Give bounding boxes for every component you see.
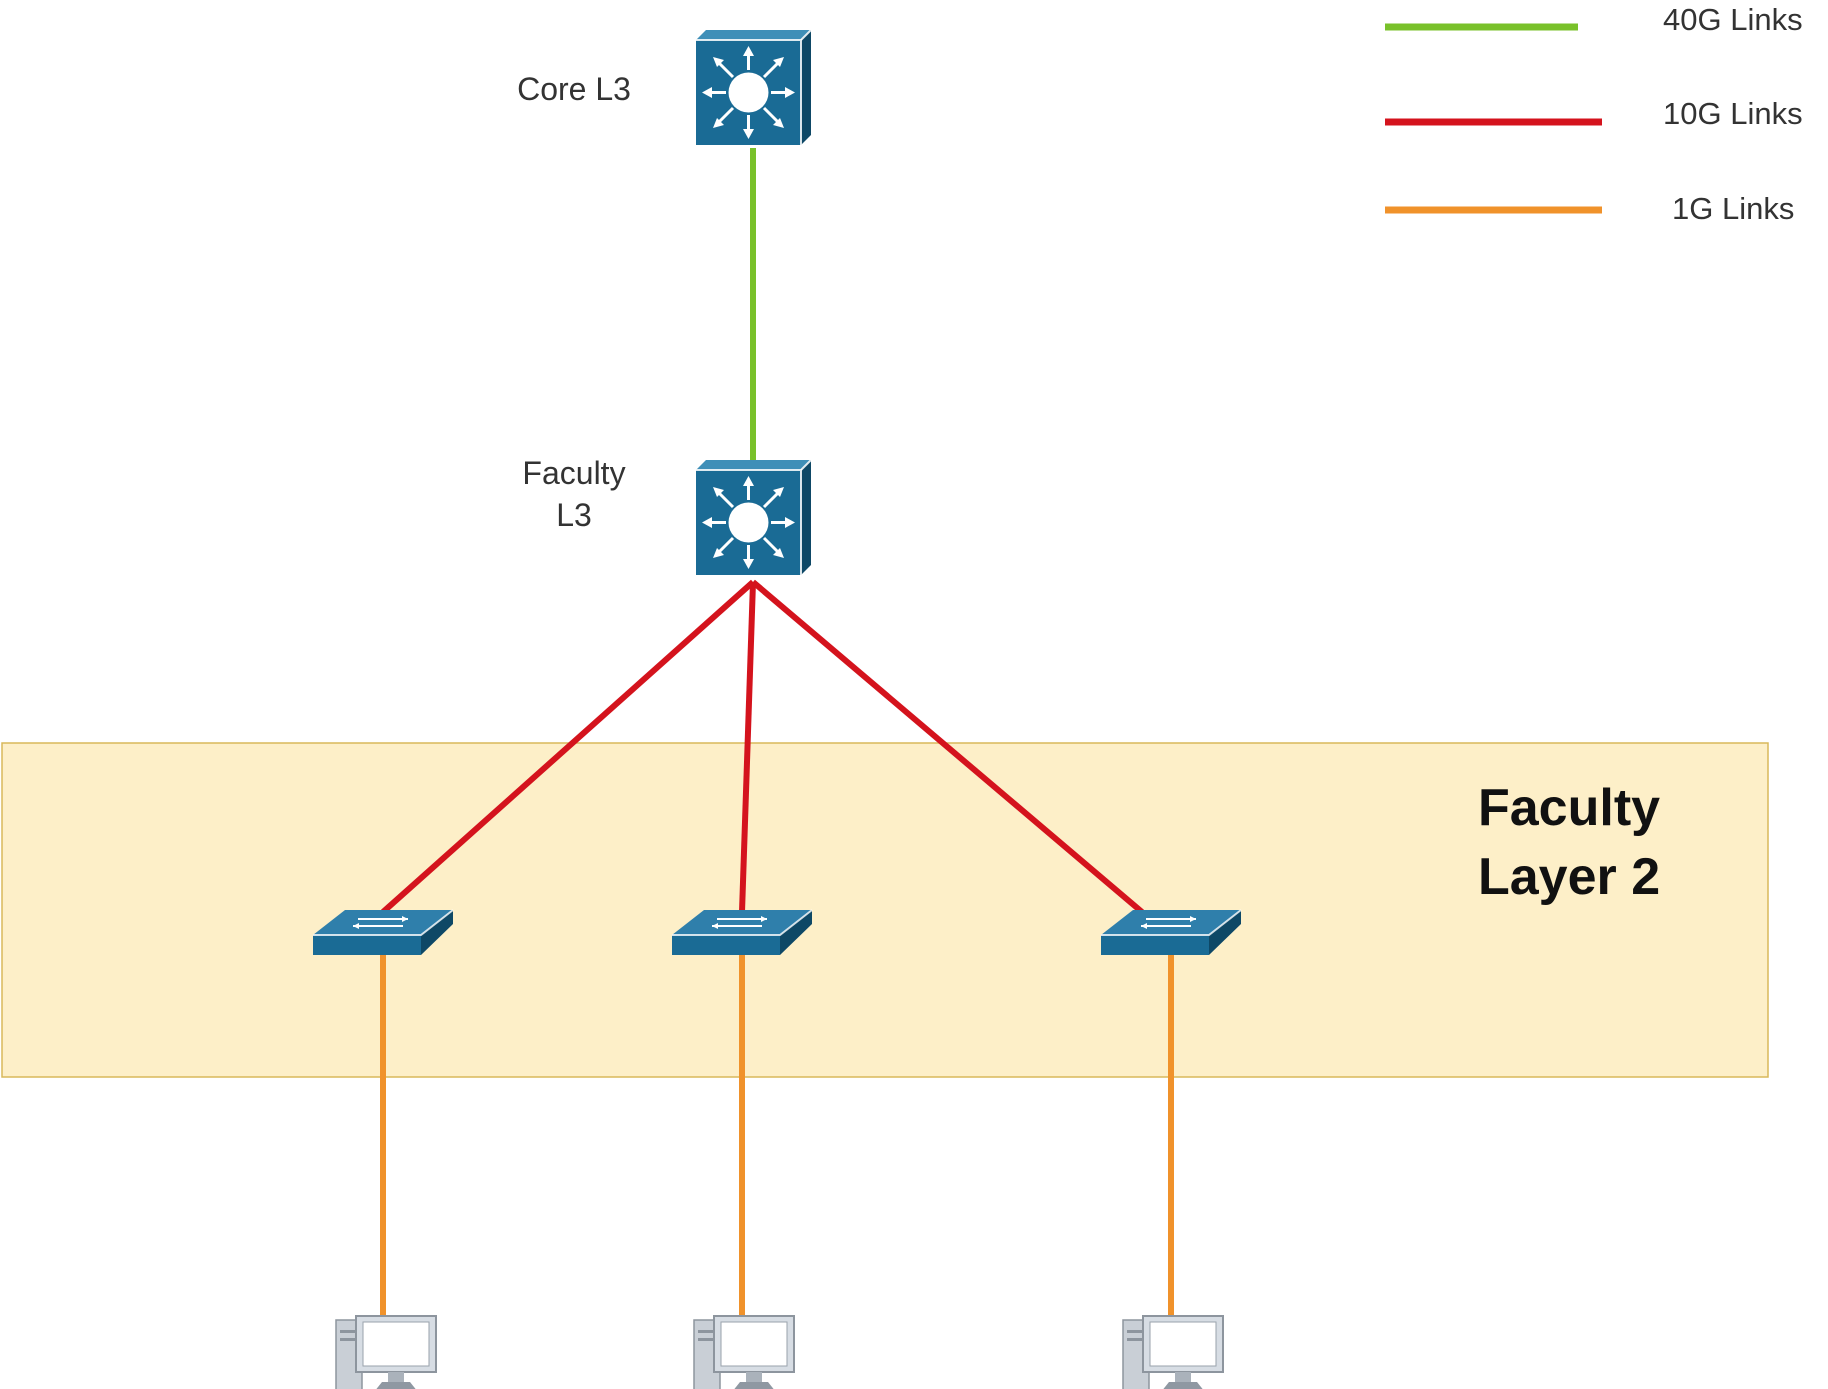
workstation-icon[interactable]: [693, 1315, 795, 1389]
faculty-layer2-zone: [1, 742, 1769, 1078]
link-10g-faculty-sw2: [739, 581, 756, 913]
zone-title-line1: Faculty: [1478, 779, 1660, 837]
core-l3-label: Core L3: [517, 71, 631, 107]
layer3-switch-icon[interactable]: [694, 458, 813, 577]
legend-40g-label: 40G Links: [1663, 2, 1803, 37]
link-10g-faculty-sw1: [381, 579, 755, 915]
legend: 40G Links 10G Links 1G Links: [1385, 2, 1803, 226]
workstation-icon[interactable]: [335, 1315, 437, 1389]
faculty-l3-label-line2: L3: [556, 497, 592, 533]
link-10g-faculty-sw3: [751, 579, 1144, 915]
layer3-switch-icon[interactable]: [694, 28, 813, 147]
faculty-l3-label-line1: Faculty: [522, 455, 625, 491]
legend-10g-label: 10G Links: [1663, 96, 1803, 131]
zone-title-line2: Layer 2: [1478, 848, 1660, 906]
workstation-icon[interactable]: [1122, 1315, 1224, 1389]
legend-1g-label: 1G Links: [1672, 191, 1794, 226]
